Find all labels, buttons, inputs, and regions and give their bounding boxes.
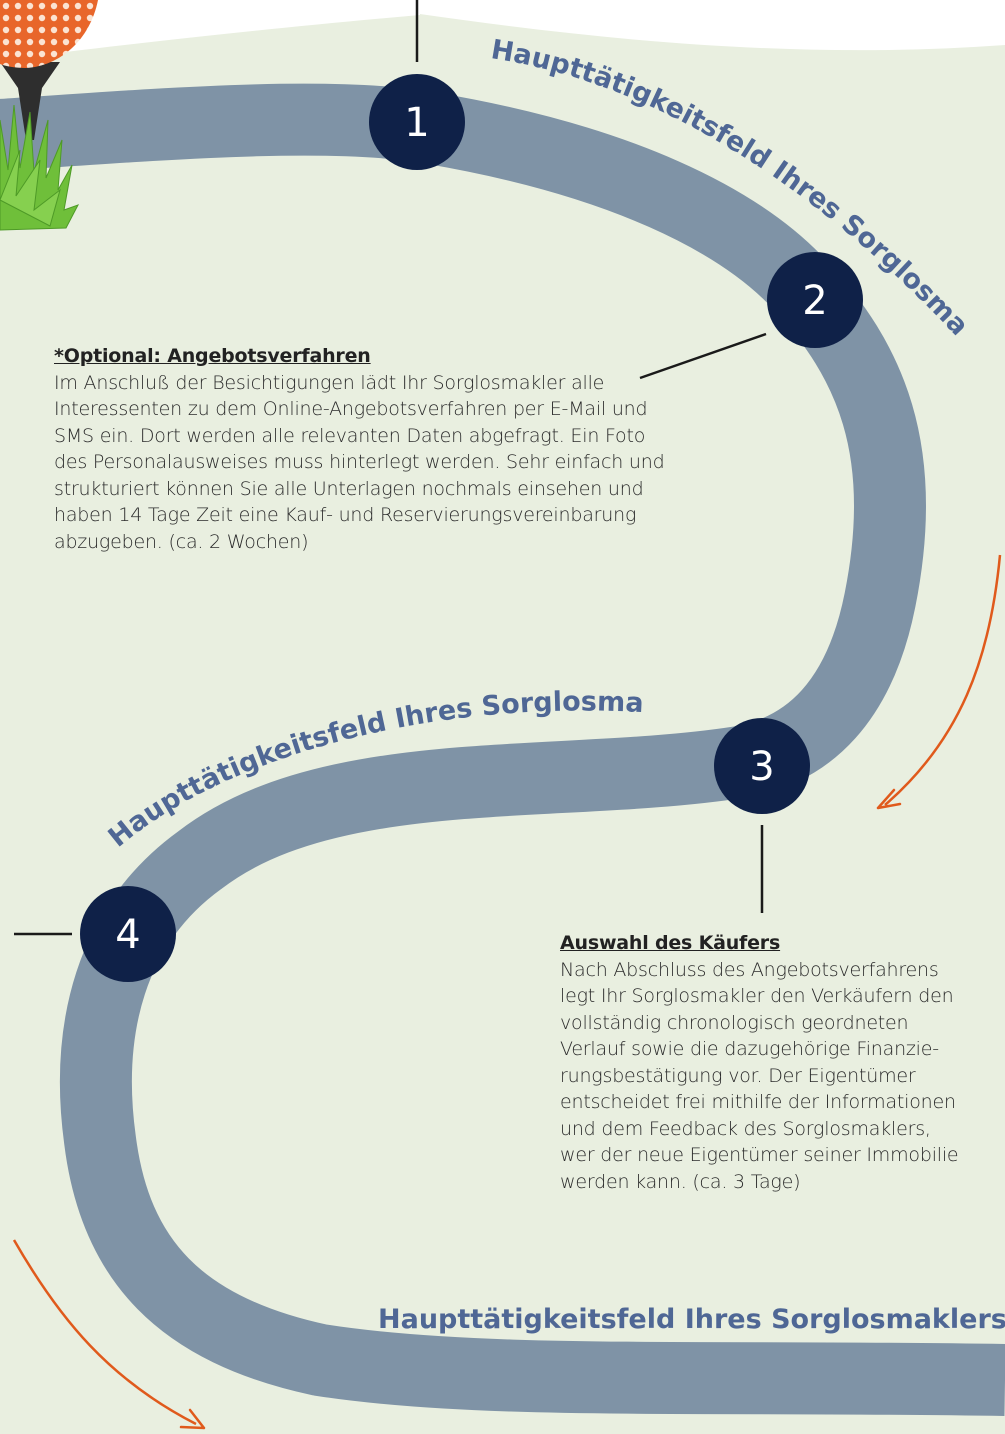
step-2-marker: 2	[767, 252, 863, 348]
buyer-selection-line: Verlauf sowie die dazugehörige Finanzie-	[560, 1038, 939, 1060]
optional-step-title: *Optional: Angebotsverfahren	[54, 345, 371, 367]
arrow-icon	[12, 1239, 206, 1430]
connector-line-2	[639, 332, 767, 380]
golf-tee-icon	[0, 62, 60, 140]
arrow-icon	[876, 554, 1002, 810]
optional-step-line: SMS ein. Dort werden alle relevanten Dat…	[54, 424, 646, 447]
step-3-marker: 3	[714, 718, 810, 814]
optional-step-line: abzugeben. (ca. 2 Wochen)	[54, 530, 309, 553]
step-1-number: 1	[404, 100, 429, 146]
buyer-selection-line: Nach Abschluss des Angebotsverfahrens	[560, 958, 939, 981]
step-1-marker: 1	[369, 74, 465, 170]
buyer-selection-description: Auswahl des Käufers Nach Abschluss des A…	[560, 930, 980, 1195]
optional-step-line: Im Anschluß der Besichtigungen lädt Ihr …	[54, 371, 605, 394]
optional-step-line: des Personalausweises muss hinterlegt we…	[54, 451, 665, 473]
golf-ball-icon	[0, 0, 98, 68]
optional-step-line: strukturiert können Sie alle Unterlagen …	[54, 477, 644, 500]
step-3-number: 3	[749, 744, 774, 790]
buyer-selection-line: entscheidet frei mithilfe der Informatio…	[560, 1091, 956, 1113]
field-background-top	[420, 0, 1005, 51]
buyer-selection-line: legt Ihr Sorglosmakler den Verkäufern de…	[560, 985, 954, 1007]
step-4-number: 4	[115, 912, 140, 958]
road-path	[0, 83, 1005, 1416]
grass-icon	[0, 104, 80, 231]
optional-step-line: haben 14 Tage Zeit eine Kauf- und Reserv…	[54, 504, 637, 526]
buyer-selection-title: Auswahl des Käufers	[560, 932, 781, 954]
path-label-3: Haupttätigkeitsfeld Ihres Sorglosmaklers	[378, 1304, 1005, 1335]
buyer-selection-line: wer der neue Eigentümer seiner Immobilie	[560, 1144, 959, 1166]
step-2-number: 2	[802, 278, 827, 324]
optional-step-description: *Optional: Angebotsverfahren Im Anschluß…	[54, 343, 665, 555]
optional-step-line: Interessenten zu dem Online-Angebotsverf…	[54, 398, 648, 420]
buyer-selection-line: vollständig chronologisch geordneten	[560, 1011, 909, 1034]
buyer-selection-line: werden kann. (ca. 3 Tage)	[560, 1170, 801, 1193]
step-4-marker: 4	[80, 886, 176, 982]
buyer-selection-line: und dem Feedback des Sorglosmaklers,	[560, 1117, 931, 1140]
buyer-selection-line: rungsbestätigung vor. Der Eigentümer	[560, 1064, 916, 1087]
